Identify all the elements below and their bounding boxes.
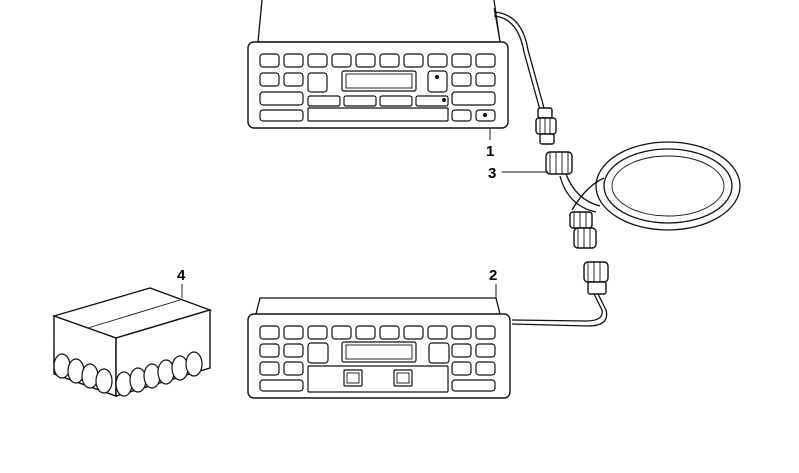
module-cylinders <box>53 351 203 397</box>
unit-1-display <box>341 70 417 92</box>
callout-2: 2 <box>489 267 497 284</box>
unit-1-button-row-1 <box>259 53 496 68</box>
callout-1: 1 <box>486 143 494 160</box>
callout-3: 3 <box>488 165 496 182</box>
connecting-cable-3 <box>502 107 741 327</box>
upper-plug <box>535 107 557 145</box>
lower-socket <box>583 261 609 295</box>
control-unit-1 <box>247 0 545 129</box>
unit-2-display <box>341 341 417 363</box>
upper-socket <box>545 151 573 175</box>
control-unit-2 <box>247 284 511 399</box>
callout-4: 4 <box>177 267 186 284</box>
module-box-4 <box>51 284 213 397</box>
middle-plug <box>569 211 597 249</box>
